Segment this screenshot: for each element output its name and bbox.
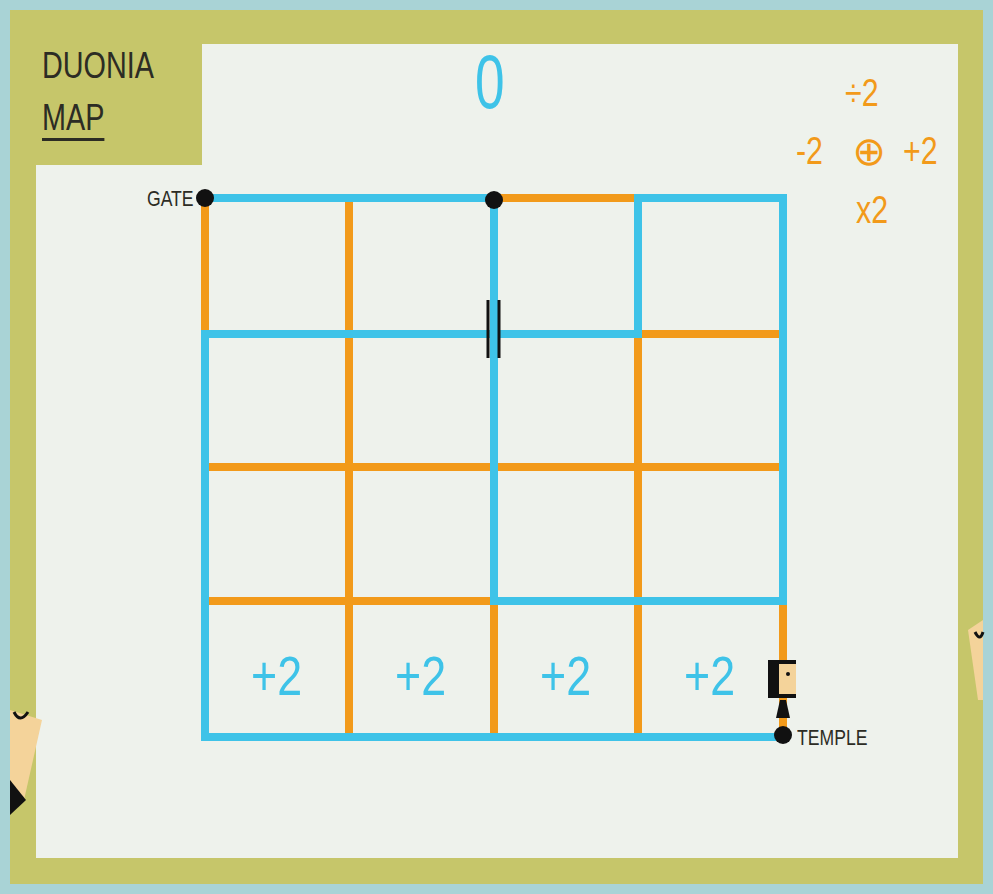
operator-label: -2 [796, 132, 823, 170]
place-label: GATE [147, 188, 194, 210]
side-character-right [968, 620, 983, 700]
title-word: DUONIA [42, 48, 154, 84]
operator-label: ÷2 [845, 74, 879, 112]
player-figure [768, 660, 796, 718]
junction-dot [485, 191, 503, 209]
place-label: TEMPLE [797, 727, 867, 749]
barrier-mark [488, 300, 499, 358]
operator-label: x2 [856, 191, 888, 229]
operator-label: +2 [903, 132, 938, 170]
gate-dot [196, 189, 214, 207]
cell-bonus: +2 [540, 648, 591, 704]
compass-symbol: ⊕ [852, 131, 886, 171]
roads [205, 198, 783, 737]
temple-dot [774, 726, 792, 744]
cell-bonus: +2 [251, 648, 302, 704]
side-character-left [10, 710, 42, 815]
title-panel [20, 20, 202, 165]
olive-frame [10, 10, 983, 884]
cell-bonus: +2 [395, 648, 446, 704]
title-word: MAP [42, 100, 104, 141]
cell-bonus: +2 [684, 648, 735, 704]
paper [36, 44, 958, 858]
score-counter: 0 [475, 44, 505, 120]
